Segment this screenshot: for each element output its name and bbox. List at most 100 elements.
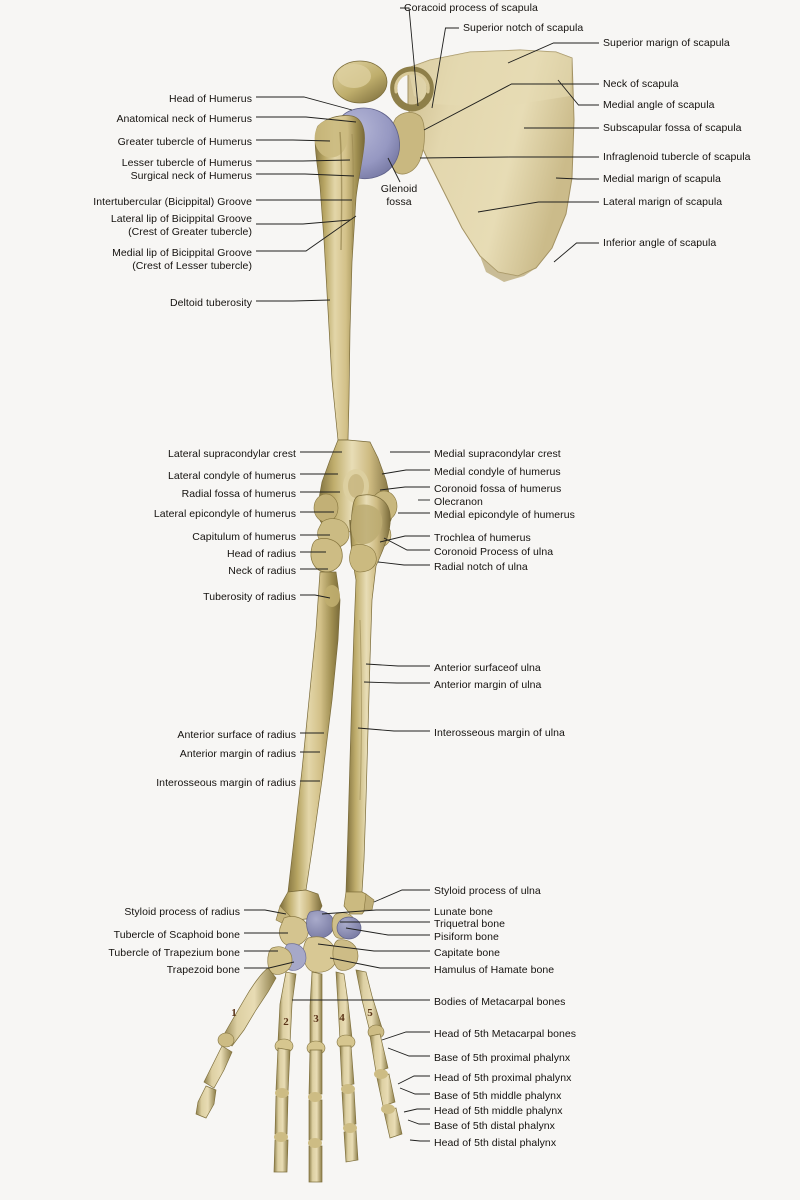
leader-tuberosity-of-radius — [300, 594, 331, 599]
leader-base-of-5th-distal-phalynx — [407, 1119, 430, 1125]
label-anterior-surface-of-ulna: Anterior surfaceof ulna — [434, 662, 541, 674]
leader-anterior-surface-of-ulna — [365, 663, 430, 667]
leader-medial-angle-of-scapula — [557, 79, 599, 106]
leader-lateral-lip-bicippital-groove — [256, 219, 351, 225]
scapula-bone — [407, 49, 575, 282]
leader-coracoid-process-of-scapula — [400, 7, 419, 107]
label-anatomical-neck-of-humerus: Anatomical neck of Humerus — [116, 113, 252, 125]
label-tubercle-of-trapezium-bone: Tubercle of Trapezium bone — [108, 947, 240, 959]
label-intertubercular-groove: Intertubercular (Bicippital) Groove — [93, 196, 252, 208]
label-coracoid-process-of-scapula: Coracoid process of scapula — [404, 2, 538, 14]
leader-greater-tubercle-of-humerus — [256, 139, 331, 142]
leader-head-of-5th-distal-phalynx — [409, 1139, 430, 1142]
label-head-of-humerus: Head of Humerus — [168, 93, 252, 105]
leader-head-of-humerus — [256, 96, 353, 111]
leader-trapezoid-bone — [244, 961, 295, 969]
label-head-of-radius: Head of radius — [227, 548, 296, 560]
label-capitulum-of-humerus: Capitulum of humerus — [192, 531, 296, 543]
leader-inferior-angle-of-scapula — [553, 242, 599, 263]
leader-anatomical-neck-of-humerus — [256, 116, 357, 123]
humerus-bone — [313, 60, 400, 551]
leader-head-of-5th-middle-phalynx — [403, 1108, 430, 1113]
label-trapezoid-bone: Trapezoid bone — [166, 964, 240, 976]
label-interosseous-margin-of-ulna: Interosseous margin of ulna — [434, 727, 565, 739]
label-head-of-5th-metacarpal-bones: Head of 5th Metacarpal bones — [434, 1028, 577, 1040]
label-pisiform-bone: Pisiform bone — [434, 931, 499, 943]
ulna-bone — [343, 494, 391, 915]
leader-head-of-5th-proximal-phalynx — [397, 1075, 430, 1085]
leader-glenoid-fossa — [387, 157, 401, 183]
label-greater-tubercle-of-humerus: Greater tubercle of Humerus — [117, 136, 252, 148]
label-interosseous-margin-of-radius: Interosseous margin of radius — [156, 777, 296, 789]
label-radial-notch-of-ulna: Radial notch of ulna — [434, 561, 528, 573]
leader-styloid-process-of-radius — [244, 909, 287, 915]
label-triquetral-bone: Triquetral bone — [434, 918, 505, 930]
label-head-of-5th-proximal-phalynx: Head of 5th proximal phalynx — [434, 1072, 572, 1084]
coracoid-process — [390, 66, 434, 112]
label-neck-of-radius: Neck of radius — [228, 565, 296, 577]
metacarpal-digit-5: 5 — [367, 1007, 373, 1019]
leader-surgical-neck-of-humerus — [256, 173, 355, 177]
leader-medial-lip-bicippital-groove — [256, 215, 357, 252]
leader-base-of-5th-proximal-phalynx — [387, 1047, 430, 1057]
leader-hamulus-of-hamate-bone — [329, 957, 430, 969]
label-tuberosity-of-radius: Tuberosity of radius — [203, 591, 296, 603]
leader-interosseous-margin-of-ulna — [357, 727, 430, 732]
metacarpal-digit-4: 4 — [339, 1012, 345, 1024]
leader-infraglenoid-tubercle-of-scapula — [419, 156, 599, 159]
phalanx-bones — [195, 1033, 403, 1183]
label-base-of-5th-middle-phalynx: Base of 5th middle phalynx — [434, 1090, 562, 1102]
label-tubercle-of-scaphoid-bone: Tubercle of Scaphoid bone — [113, 929, 240, 941]
label-capitate-bone: Capitate bone — [434, 947, 501, 959]
leader-lateral-marign-of-scapula — [477, 201, 599, 213]
label-lateral-epicondyle-of-humerus: Lateral epicondyle of humerus — [153, 508, 296, 520]
label-inferior-angle-of-scapula: Inferior angle of scapula — [603, 237, 717, 249]
leader-styloid-process-of-ulna — [373, 889, 430, 903]
leader-superior-marign-of-scapula — [507, 42, 599, 64]
label-lunate-bone: Lunate bone — [434, 906, 493, 918]
leader-medial-condyle-of-humerus — [381, 469, 430, 475]
leader-lunate-bone — [321, 909, 430, 915]
leader-deltoid-tuberosity — [256, 299, 331, 302]
label-lateral-supracondylar-crest: Lateral supracondylar crest — [168, 448, 296, 460]
label-surgical-neck-of-humerus: Surgical neck of Humerus — [130, 170, 252, 182]
leader-lesser-tubercle-of-humerus — [256, 159, 351, 162]
label-subscapular-fossa-of-scapula: Subscapular fossa of scapula — [603, 122, 742, 134]
label-glenoid-fossa: Glenoid fossa — [380, 183, 418, 208]
label-hamulus-of-hamate-bone: Hamulus of Hamate bone — [434, 964, 555, 976]
label-lateral-lip-bicippital-groove: Lateral lip of Bicippital Groove (Crest … — [110, 213, 252, 238]
leader-coronoid-process-of-ulna — [383, 537, 430, 551]
label-anterior-surface-of-radius: Anterior surface of radius — [177, 729, 296, 741]
label-medial-condyle-of-humerus: Medial condyle of humerus — [434, 466, 561, 478]
label-medial-epicondyle-of-humerus: Medial epicondyle of humerus — [434, 509, 575, 521]
label-styloid-process-of-ulna: Styloid process of ulna — [434, 885, 541, 897]
label-styloid-process-of-radius: Styloid process of radius — [124, 906, 240, 918]
leader-anterior-margin-of-ulna — [363, 681, 430, 684]
label-coronoid-process-of-ulna: Coronoid Process of ulna — [434, 546, 554, 558]
label-lateral-marign-of-scapula: Lateral marign of scapula — [603, 196, 723, 208]
label-deltoid-tuberosity: Deltoid tuberosity — [169, 297, 252, 309]
label-infraglenoid-tubercle-of-scapula: Infraglenoid tubercle of scapula — [603, 151, 751, 163]
leader-neck-of-scapula — [423, 83, 599, 131]
label-radial-fossa-of-humerus: Radial fossa of humerus — [181, 488, 296, 500]
leader-capitate-bone — [317, 943, 430, 952]
leader-lines — [244, 7, 599, 1142]
label-bodies-of-metacarpal-bones: Bodies of Metacarpal bones — [434, 996, 566, 1008]
label-medial-angle-of-scapula: Medial angle of scapula — [603, 99, 715, 111]
label-medial-lip-bicippital-groove: Medial lip of Bicippital Groove (Crest o… — [112, 247, 252, 272]
metacarpal-digit-3: 3 — [313, 1013, 319, 1025]
carpal-bones — [267, 910, 362, 975]
label-lateral-condyle-of-humerus: Lateral condyle of humerus — [168, 470, 296, 482]
metacarpal-digit-2: 2 — [283, 1016, 289, 1028]
metacarpal-digit-1: 1 — [231, 1007, 237, 1019]
leader-base-of-5th-middle-phalynx — [399, 1087, 430, 1095]
label-lesser-tubercle-of-humerus: Lesser tubercle of Humerus — [121, 157, 252, 169]
leader-head-of-5th-metacarpal-bones — [381, 1031, 430, 1041]
leader-radial-notch-of-ulna — [377, 561, 430, 566]
label-anterior-margin-of-ulna: Anterior margin of ulna — [434, 679, 542, 691]
label-base-of-5th-proximal-phalynx: Base of 5th proximal phalynx — [434, 1052, 571, 1064]
label-neck-of-scapula: Neck of scapula — [603, 78, 679, 90]
leader-coronoid-fossa-of-humerus — [379, 486, 430, 491]
